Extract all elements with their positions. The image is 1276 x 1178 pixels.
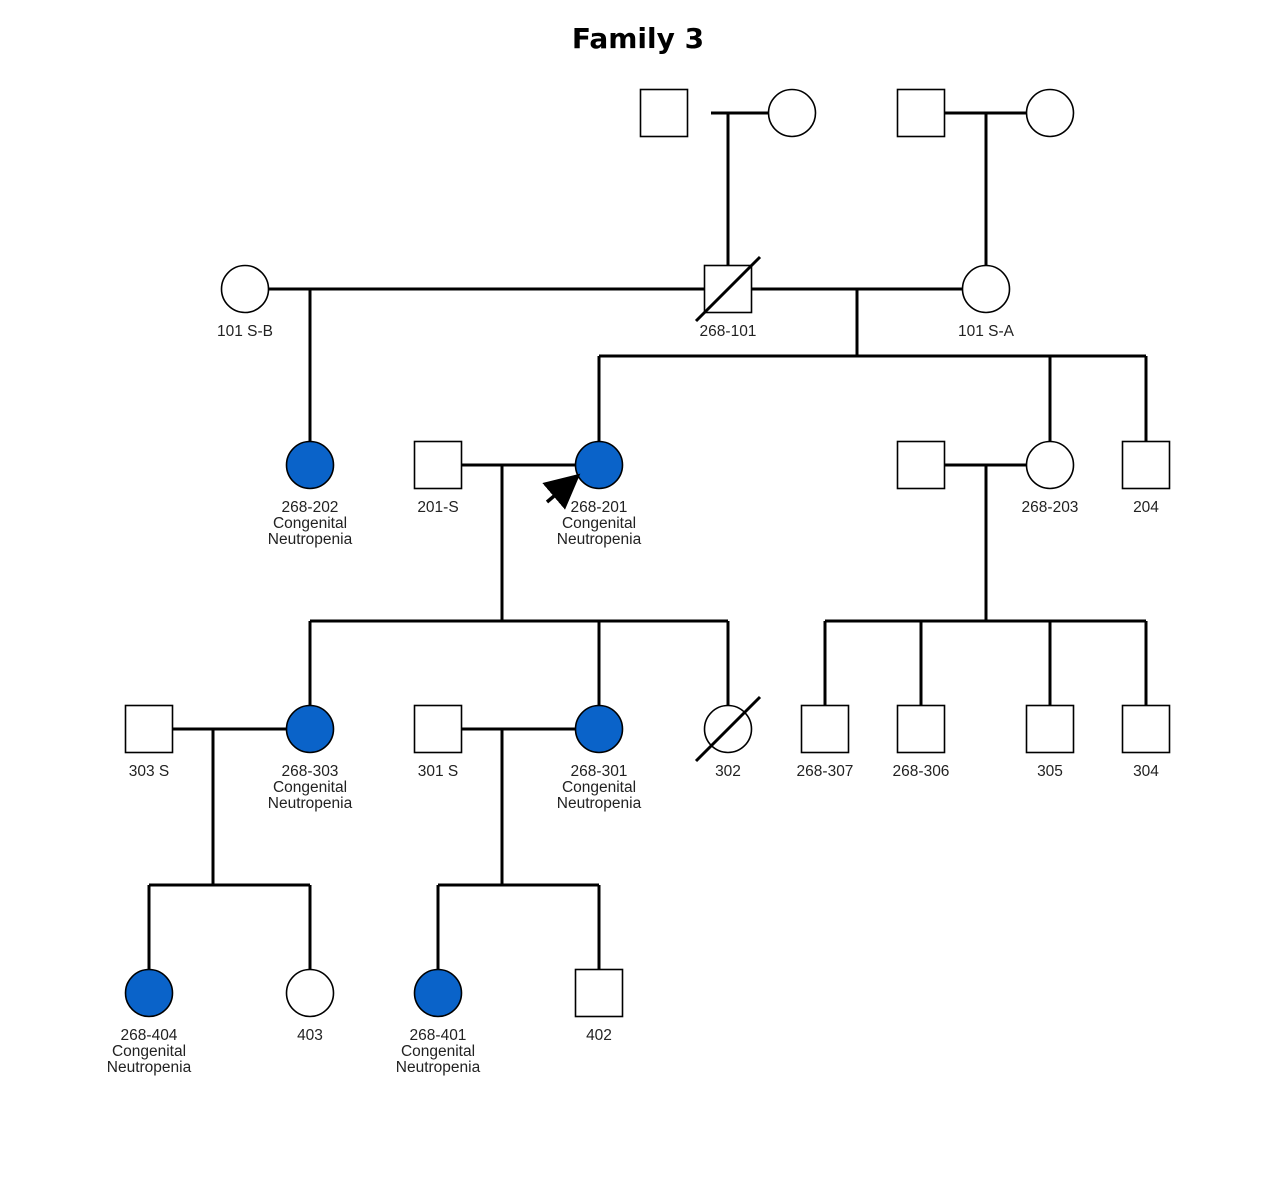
male-symbol xyxy=(124,704,174,754)
individual-id-label: 268-201 xyxy=(571,499,628,516)
individual-g1-pm xyxy=(639,88,689,138)
affected-female-symbol xyxy=(574,440,624,490)
individual-302: 302 xyxy=(694,695,762,780)
condition-label: Neutropenia xyxy=(557,795,642,812)
condition-label: Neutropenia xyxy=(268,531,353,548)
affected-female-symbol xyxy=(124,968,174,1018)
male-symbol xyxy=(896,704,946,754)
individual-id-label: 301 S xyxy=(418,763,459,780)
condition-label: Congenital xyxy=(562,779,636,796)
individual-g1-mf xyxy=(1025,88,1075,138)
condition-label: Congenital xyxy=(112,1043,186,1060)
female-symbol xyxy=(767,88,817,138)
individual-268-101: 268-101 xyxy=(694,255,762,340)
affected-female-symbol xyxy=(285,440,335,490)
individual-201-S: 201-S xyxy=(413,440,463,516)
female-symbol xyxy=(961,264,1011,314)
individual-268-307: 268-307 xyxy=(797,704,854,780)
individual-101-S-A: 101 S-A xyxy=(958,264,1015,340)
individual-g1-pf xyxy=(767,88,817,138)
individual-101-S-B: 101 S-B xyxy=(217,264,273,340)
condition-label: Congenital xyxy=(273,515,347,532)
male-symbol xyxy=(896,440,946,490)
individual-305: 305 xyxy=(1025,704,1075,780)
condition-label: Neutropenia xyxy=(107,1059,192,1076)
male-symbol xyxy=(574,968,624,1018)
diagram-title: Family 3 xyxy=(571,22,705,55)
individual-id-label: 268-401 xyxy=(410,1027,467,1044)
individual-id-label: 268-301 xyxy=(571,763,628,780)
individual-id-label: 268-404 xyxy=(121,1027,178,1044)
deceased-slash xyxy=(694,695,762,763)
individual-204: 204 xyxy=(1121,440,1171,516)
deceased-slash xyxy=(694,255,762,323)
male-symbol xyxy=(1121,440,1171,490)
individual-id-label: 304 xyxy=(1133,763,1159,780)
individual-402: 402 xyxy=(574,968,624,1044)
condition-label: Neutropenia xyxy=(396,1059,481,1076)
affected-female-symbol xyxy=(285,704,335,754)
female-symbol xyxy=(285,968,335,1018)
affected-female-symbol xyxy=(413,968,463,1018)
condition-label: Congenital xyxy=(562,515,636,532)
individual-id-label: 268-101 xyxy=(700,323,757,340)
individual-id-label: 268-203 xyxy=(1022,499,1079,516)
individual-id-label: 402 xyxy=(586,1027,612,1044)
male-symbol xyxy=(1025,704,1075,754)
condition-label: Congenital xyxy=(401,1043,475,1060)
individual-268-203: 268-203 xyxy=(1022,440,1079,516)
female-symbol xyxy=(220,264,270,314)
male-symbol xyxy=(413,440,463,490)
individual-id-label: 268-303 xyxy=(282,763,339,780)
individual-304: 304 xyxy=(1121,704,1171,780)
male-symbol xyxy=(639,88,689,138)
male-symbol xyxy=(896,88,946,138)
individual-id-label: 201-S xyxy=(417,499,458,516)
condition-label: Congenital xyxy=(273,779,347,796)
individual-301-S: 301 S xyxy=(413,704,463,780)
proband-arrow xyxy=(542,473,581,510)
individual-303-S: 303 S xyxy=(124,704,174,780)
individual-403: 403 xyxy=(285,968,335,1044)
individual-g1-mm xyxy=(896,88,946,138)
individual-id-label: 303 S xyxy=(129,763,170,780)
individual-268-306: 268-306 xyxy=(893,704,950,780)
male-symbol xyxy=(800,704,850,754)
individual-id-label: 268-202 xyxy=(282,499,339,516)
individual-id-label: 403 xyxy=(297,1027,323,1044)
individual-id-label: 302 xyxy=(715,763,741,780)
individual-id-label: 305 xyxy=(1037,763,1063,780)
female-symbol xyxy=(1025,88,1075,138)
individual-sp-203 xyxy=(896,440,946,490)
relationship-lines xyxy=(147,111,1148,969)
male-symbol xyxy=(1121,704,1171,754)
individual-id-label: 268-307 xyxy=(797,763,854,780)
individual-id-label: 101 S-A xyxy=(958,323,1015,340)
individual-id-label: 268-306 xyxy=(893,763,950,780)
condition-label: Neutropenia xyxy=(557,531,642,548)
condition-label: Neutropenia xyxy=(268,795,353,812)
male-symbol xyxy=(413,704,463,754)
affected-female-symbol xyxy=(574,704,624,754)
individual-id-label: 101 S-B xyxy=(217,323,273,340)
female-symbol xyxy=(1025,440,1075,490)
individual-id-label: 204 xyxy=(1133,499,1159,516)
